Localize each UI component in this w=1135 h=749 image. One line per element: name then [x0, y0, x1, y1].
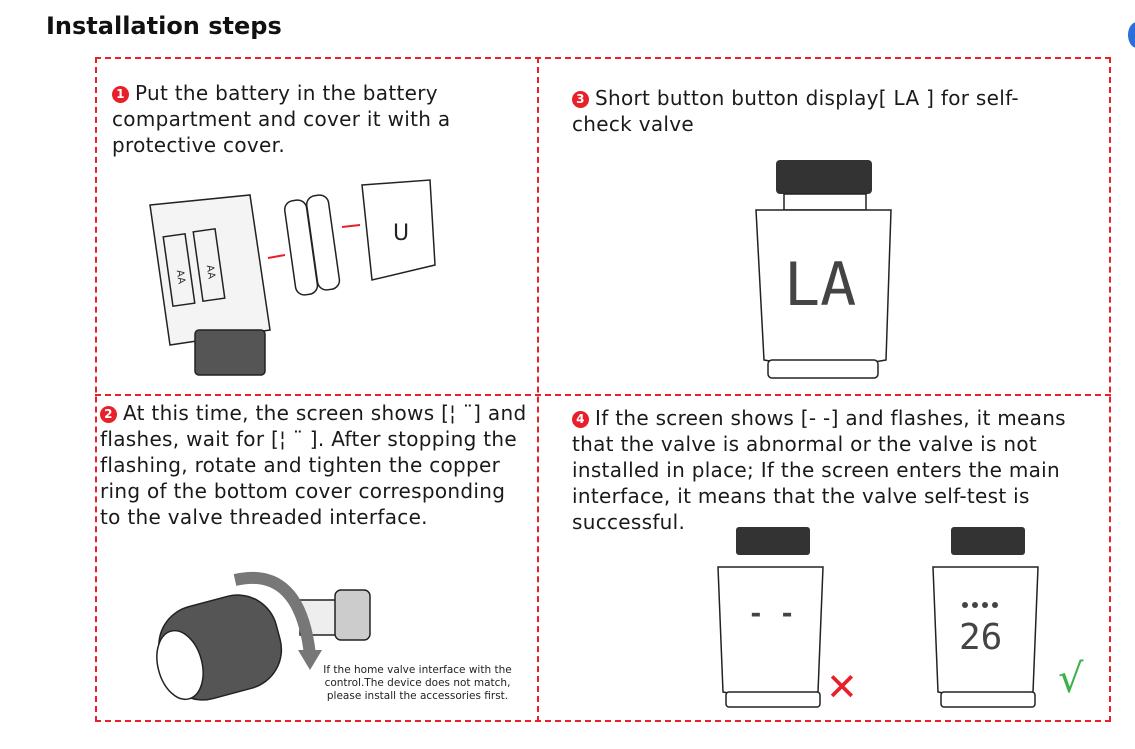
corner-badge: [1128, 22, 1135, 48]
row-divider: [95, 394, 1111, 396]
step-3-description: Short button button display[ LA ] for se…: [572, 86, 1019, 136]
display-abnormal: - -: [748, 599, 795, 629]
page-title: Installation steps: [46, 12, 282, 40]
status-icons: [962, 602, 998, 608]
cover-letter: U: [393, 221, 409, 246]
thermostat-self-check: LA: [755, 160, 892, 379]
battery-label-1: AA: [174, 269, 187, 285]
column-divider: [537, 57, 539, 722]
compatibility-note: If the home valve interface with the con…: [323, 664, 512, 702]
battery-label-2: AA: [204, 264, 217, 280]
step-4-number: 4: [572, 411, 589, 428]
steps-frame: [95, 57, 1111, 722]
step-2-number: 2: [100, 406, 117, 423]
step-1-description: Put the battery in the battery compartme…: [112, 81, 451, 157]
step-4-description: If the screen shows [- -] and flashes, i…: [572, 406, 1066, 534]
fail-mark-icon: ✕: [826, 665, 858, 709]
step-3-number: 3: [572, 91, 589, 108]
success-mark-icon: √: [1058, 656, 1084, 702]
step-2-description: At this time, the screen shows [¦ ¨] and…: [100, 401, 527, 529]
display-main: 26: [959, 617, 1002, 658]
battery-install-illustration: AA AA U: [149, 179, 436, 376]
step-1-number: 1: [112, 86, 129, 103]
thermostat-success: 26: [932, 527, 1039, 708]
display-self-check: LA: [784, 250, 856, 320]
thermostat-abnormal: - -: [717, 527, 824, 708]
valve-rotate-illustration: [156, 571, 371, 701]
